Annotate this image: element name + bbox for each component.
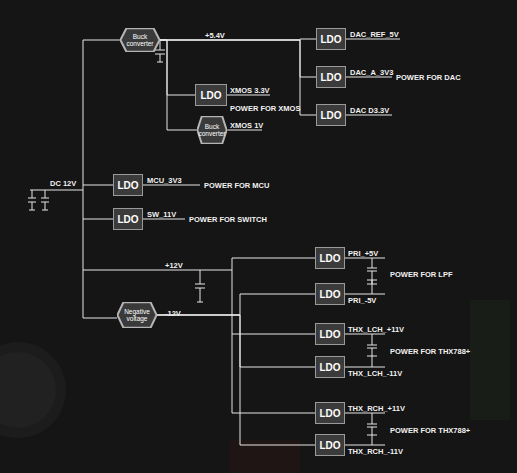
ldo-box: LDO [113,174,143,196]
rail-label: THX_RCH_+11V [348,404,405,413]
converter-hexagon: Buck converter [120,28,160,52]
ldo-box: LDO [315,434,345,456]
rail-label: POWER FOR MCU [204,181,269,190]
node-text: LDO [319,408,340,419]
rail-label: POWER FOR THX788+ [390,426,470,435]
rail-label: THX_LCH_-11V [348,369,402,378]
rail-label: POWER FOR DAC [396,73,461,82]
rail-label: POWER FOR LPF [390,270,453,279]
ldo-box: LDO [315,283,345,305]
rail-label: XMOS 1V [230,121,263,130]
node-text: LDO [319,289,340,300]
ldo-box: LDO [316,66,346,88]
converter-hexagon: Buck converter [197,116,227,144]
power-connector [157,294,315,315]
node-text: LDO [319,440,340,451]
rail-label: +12V [165,261,183,270]
rail-label: DC 12V [50,179,76,188]
node-text: LDO [320,110,341,121]
ldo-box: LDO [315,247,345,269]
rail-label: -12V [165,309,181,318]
ldo-box: LDO [316,104,346,126]
rail-label: MCU_3V3 [147,176,182,185]
rail-label: SW_11V [147,210,176,219]
ldo-box: LDO [113,208,143,230]
rail-label: POWER FOR THX788+ [390,347,470,356]
converter-hexagon: Negative voltage [117,302,157,328]
rail-label: DAC_REF_5V [350,30,399,39]
node-text: LDO [117,214,138,225]
node-text: LDO [319,362,340,373]
power-connector [157,315,315,445]
ldo-box: LDO [316,28,346,50]
rail-label: THX_RCH_-11V [348,447,403,456]
node-text: LDO [320,34,341,45]
node-text: LDO [319,253,340,264]
node-text: LDO [117,180,138,191]
power-connector [160,40,316,115]
node-text: LDO [320,72,341,83]
power-connector [160,40,195,95]
node-text: Negative voltage [117,308,157,322]
rail-label: PRI_+5V [348,249,378,258]
ldo-box: LDO [195,84,227,106]
power-connector [157,315,315,367]
rail-label: POWER FOR SWITCH [189,215,267,224]
rail-label: DAC_A_3V3 [350,68,393,77]
rail-label: PRI_-5V [348,296,376,305]
rail-label: POWER FOR XMOS [230,104,300,113]
node-text: Buck converter [197,123,227,137]
rail-label: DAC D3.3V [350,106,389,115]
rail-label: +5.4V [205,31,225,40]
node-text: LDO [200,90,221,101]
power-connector [160,40,197,130]
ldo-box: LDO [315,356,345,378]
node-text: Buck converter [120,33,160,47]
power-connector [160,40,316,77]
rail-label: XMOS 3.3V [230,86,270,95]
rail-label: THX_LCH_+11V [348,325,404,334]
ldo-box: LDO [315,323,345,345]
ldo-box: LDO [315,402,345,424]
node-text: LDO [319,329,340,340]
